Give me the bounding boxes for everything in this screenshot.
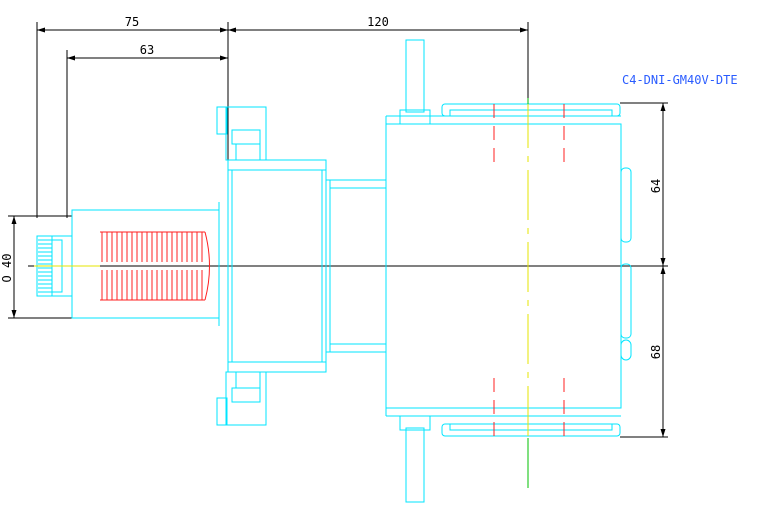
arrow (11, 310, 17, 318)
dimension-lines (8, 22, 668, 438)
dim-text-64: 64 (649, 179, 663, 193)
spring-pattern (100, 231, 210, 301)
top-clamp-head (216, 106, 228, 135)
arrow (37, 27, 45, 33)
arrow (660, 266, 666, 274)
dimension-arrows (11, 27, 666, 437)
top-clamp-base (235, 143, 261, 161)
spring-end (204, 231, 210, 301)
bottom-clamp-head (216, 397, 228, 426)
dim-text-diameter: O 40 (0, 254, 14, 283)
bottom-clamp-nut (231, 387, 261, 403)
arrow (220, 27, 228, 33)
right-knob-upper (620, 167, 632, 243)
model-label: C4-DNI-GM40V-DTE (622, 73, 738, 87)
neck-bottom (326, 351, 387, 408)
bottom-clamp-base (235, 371, 261, 389)
bottom-tool-holder (399, 415, 431, 431)
top-tool-holder (399, 109, 431, 125)
arrow (660, 103, 666, 111)
top-plate-inner (449, 109, 613, 117)
neck-top (326, 124, 387, 181)
bottom-tool-shank (405, 427, 425, 503)
bottom-plate-inner (449, 423, 613, 431)
mounting-flange (227, 159, 327, 373)
right-knob-lower (620, 263, 632, 339)
arrow (220, 55, 228, 61)
arrow (520, 27, 528, 33)
dim-text-75: 75 (125, 15, 139, 29)
rear-cylinder (71, 209, 220, 319)
dim-text-68: 68 (649, 345, 663, 359)
top-clamp-nut (231, 129, 261, 145)
arrow (660, 429, 666, 437)
dim-text-63: 63 (140, 43, 154, 57)
arrow (11, 216, 17, 224)
spring-ticks (101, 232, 203, 300)
hidden-lines (100, 104, 565, 438)
arrow (228, 27, 236, 33)
right-knob-small (620, 339, 632, 361)
arrow (67, 55, 75, 61)
part-outline (36, 39, 632, 503)
dim-text-120: 120 (367, 15, 389, 29)
arrow (660, 258, 666, 266)
top-tool-shank (405, 39, 425, 113)
